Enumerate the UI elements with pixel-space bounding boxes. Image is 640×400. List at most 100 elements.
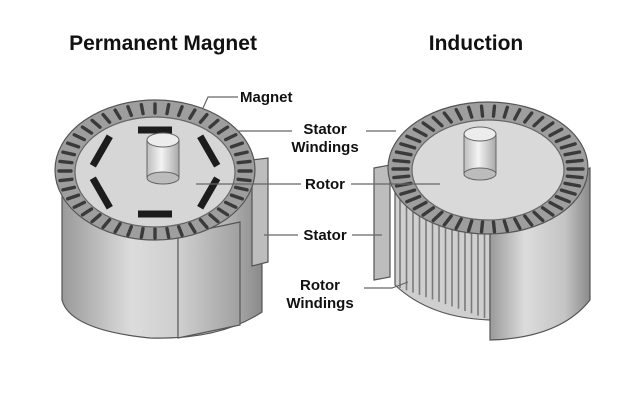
- permanent-magnet-motor: [54, 99, 269, 339]
- pm-stator-slot: [198, 112, 209, 124]
- pm-stator-slot: [58, 177, 74, 183]
- im-shaft-base: [463, 167, 497, 181]
- pm-stator-slot: [61, 185, 77, 192]
- im-stator-slot: [565, 174, 584, 180]
- im-stator-slot: [412, 127, 428, 138]
- im-stator-slot: [532, 115, 545, 128]
- pm-stator-slot: [176, 105, 184, 118]
- im-stator-slot: [454, 217, 463, 231]
- pm-magnet-bar: [197, 134, 221, 168]
- im-stator-slot: [405, 134, 422, 144]
- im-stator-slot: [479, 104, 485, 118]
- pm-stator-slot: [65, 193, 81, 201]
- im-shaft-top: [463, 126, 497, 142]
- pm-magnet-bar: [89, 134, 113, 168]
- labels: Magnet Stator Windings Rotor Stator Roto…: [196, 89, 440, 312]
- pm-stator-slot: [216, 207, 230, 217]
- im-stator-slab: [373, 164, 391, 281]
- im-stator-slot: [502, 219, 510, 233]
- im-stator-slot: [392, 174, 411, 180]
- label-rotor-windings-2: Windings: [286, 295, 353, 312]
- im-stator-slots: [391, 104, 585, 234]
- im-stator-slot: [466, 105, 474, 119]
- pm-stator-slot: [72, 133, 87, 142]
- im-stator-slot: [554, 134, 571, 144]
- pm-stator-slot: [208, 213, 220, 224]
- pm-stator-slot: [139, 226, 145, 240]
- im-stator-slot: [565, 158, 584, 164]
- im-stator-slot: [392, 158, 411, 164]
- pm-magnet-bar: [197, 176, 221, 210]
- im-stator-slot: [559, 188, 577, 196]
- pm-stator-slot: [176, 224, 184, 237]
- pm-stator-slot: [101, 112, 112, 124]
- pm-stator-slot: [233, 150, 249, 157]
- im-stator-slot: [554, 194, 571, 204]
- im-stator-slot: [523, 111, 534, 124]
- pm-stator-slot: [229, 141, 245, 149]
- pm-stator-cutaway: [177, 221, 241, 339]
- im-stator-slot: [540, 206, 555, 217]
- pm-stator-slot: [233, 185, 249, 192]
- pm-stator-slot: [72, 200, 87, 209]
- im-stator-slot: [513, 107, 522, 121]
- im-stator-slot: [523, 214, 534, 227]
- im-stator-slot: [442, 214, 453, 227]
- label-stator: Stator: [303, 227, 347, 244]
- im-stator-slot: [548, 127, 564, 138]
- pm-stator-slot: [216, 125, 230, 135]
- im-stator-slot: [431, 210, 444, 223]
- im-stator-slot: [421, 121, 436, 132]
- pm-stator-slot: [208, 118, 220, 129]
- im-stator-slot: [399, 188, 417, 196]
- im-stator-slot: [548, 200, 564, 211]
- im-stator-slot: [491, 104, 497, 118]
- pm-stator-slot: [229, 193, 245, 201]
- pm-magnets: [89, 126, 221, 218]
- im-stator-slot: [563, 150, 582, 157]
- pm-stator-slot: [90, 118, 102, 129]
- pm-stator-slot: [188, 108, 197, 120]
- pm-stator-slot: [139, 102, 145, 116]
- im-stator-slot: [394, 150, 413, 157]
- pm-stator-slot: [236, 159, 252, 165]
- im-stator-slot: [405, 194, 422, 204]
- pm-stator-slot: [223, 200, 238, 209]
- label-magnet: Magnet: [240, 89, 293, 106]
- im-stator-slot: [532, 210, 545, 223]
- im-stator-slot: [563, 181, 582, 188]
- pm-magnet-bar: [89, 176, 113, 210]
- pm-stator-slot: [90, 213, 102, 224]
- pm-stator-slot: [223, 133, 238, 142]
- pm-stator-slots: [57, 102, 253, 240]
- pm-stator-slot: [236, 177, 252, 183]
- pm-stator-slot: [165, 102, 171, 116]
- pm-stator-slot: [101, 218, 112, 230]
- pm-magnet-bar: [138, 126, 172, 134]
- pm-stator-slot: [198, 218, 209, 230]
- pm-stator-slot: [113, 222, 122, 234]
- pm-stator-slot: [61, 150, 77, 157]
- im-stator-slot: [513, 217, 522, 231]
- leader-rotor-windings: [364, 281, 409, 289]
- label-stator-windings-2: Windings: [291, 139, 358, 156]
- im-stator-slot: [540, 121, 555, 132]
- pm-stator-slot: [126, 105, 134, 118]
- title-permanent-magnet: Permanent Magnet: [69, 32, 257, 55]
- pm-stator-slot: [58, 159, 74, 165]
- im-stator-slot: [421, 206, 436, 217]
- label-stator-windings-1: Stator: [303, 121, 347, 138]
- pm-stator-slab: [251, 157, 269, 267]
- pm-shaft-base: [146, 171, 180, 185]
- im-stator-slot: [491, 220, 497, 234]
- pm-stator-slot: [188, 222, 197, 234]
- im-stator-slot: [442, 111, 453, 124]
- leader-magnet: [202, 96, 238, 109]
- pm-stator-slot: [80, 125, 94, 135]
- title-induction: Induction: [429, 32, 523, 55]
- im-stator-slot: [479, 220, 485, 234]
- im-stator-slot: [502, 105, 510, 119]
- pm-shaft-top: [146, 132, 180, 148]
- im-stator-slot: [559, 142, 577, 150]
